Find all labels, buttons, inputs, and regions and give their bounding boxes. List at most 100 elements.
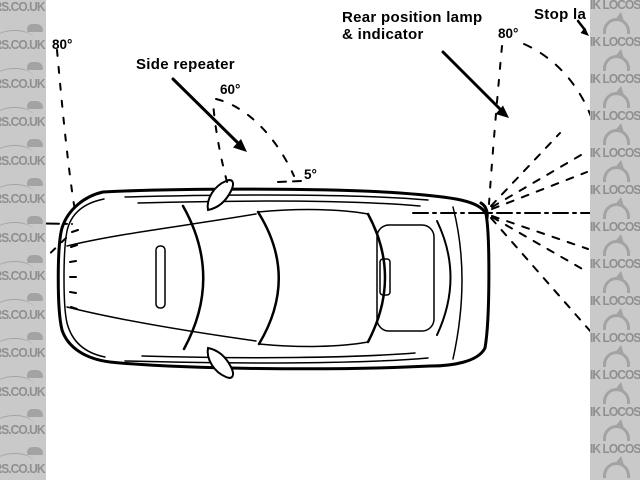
watermark-row: DERS.CO.UK [0, 0, 46, 14]
watermark-car-logo-icon [27, 331, 43, 340]
watermark-car-logo-icon [27, 408, 43, 417]
rear-upper-ray-2 [491, 154, 582, 208]
hood-crease-upper [66, 213, 257, 247]
watermark-row: IK LOCOST [590, 308, 640, 347]
rear-80-fan-arc [523, 43, 594, 123]
locost-logo-icon [603, 308, 630, 330]
watermark-text: IK LOCOST [590, 219, 640, 234]
watermark-row: IK LOCOST [590, 86, 640, 125]
watermark-text: IK LOCOST [590, 145, 640, 160]
locost-logo-icon [603, 234, 630, 256]
locost-logo-peak-icon [613, 49, 627, 58]
locost-logo-icon [603, 271, 630, 293]
watermark-text: DERS.CO.UK [0, 383, 46, 399]
locost-logo-icon [603, 123, 630, 145]
watermark-row: DERS.CO.UK [0, 283, 46, 322]
watermark-car-logo-icon [27, 216, 43, 224]
watermark-text: DERS.CO.UK [0, 191, 46, 206]
watermark-car-logo-icon [27, 370, 43, 378]
watermark-text: DERS.CO.UK [0, 229, 46, 245]
watermark-row: DERS.CO.UK [0, 360, 46, 399]
watermark-row: DERS.CO.UK [0, 206, 46, 245]
front-bumper-inner-line [63, 198, 106, 358]
watermark-row: IK LOCOST [590, 456, 640, 480]
side-repeater-arrowhead-icon [233, 139, 247, 152]
hood-crease-lower [66, 306, 257, 342]
watermark-row: DERS.CO.UK [0, 322, 46, 360]
stop-lamp-arrow [576, 19, 587, 32]
rear-lower-ray-1 [491, 215, 589, 250]
bottom-sill-line-1 [124, 357, 429, 364]
watermark-text: IK LOCOST [590, 256, 640, 271]
watermark-text: IK LOCOST [590, 71, 640, 86]
locost-logo-peak-icon [613, 456, 627, 465]
locost-logo-icon [603, 382, 630, 404]
rear-lower-ray-2 [491, 216, 585, 271]
windshield-top-arc [256, 210, 280, 346]
windshield-base-arc [181, 204, 205, 351]
watermark-car-logo-icon [27, 254, 43, 263]
watermark-text: DERS.CO.UK [0, 345, 46, 360]
rear-lamp-label-line2: & indicator [342, 26, 424, 43]
locost-logo-icon [603, 419, 630, 441]
watermark-row: IK LOCOST [590, 12, 640, 51]
watermark-row: IK LOCOST [590, 123, 640, 162]
locost-logo-peak-icon [613, 86, 627, 95]
watermark-row: IK LOCOST [590, 345, 640, 384]
watermark-row: DERS.CO.UK [0, 14, 46, 52]
rear-window-opening [376, 224, 435, 332]
watermark-text: IK LOCOST [590, 330, 640, 345]
watermark-text: IK LOCOST [590, 108, 640, 123]
rear-upper-ray-3 [491, 171, 588, 210]
watermark-row: IK LOCOST [590, 0, 640, 14]
locost-logo-peak-icon [613, 234, 627, 243]
watermark-strip-left: DERS.CO.UK DERS.CO.UK DERS.CO.UK DERS.CO… [0, 0, 46, 480]
watermark-text: DERS.CO.UK [0, 37, 46, 52]
rear-upper-ray-1 [490, 132, 561, 207]
locost-logo-peak-icon [613, 123, 627, 132]
watermark-car-logo-icon [27, 100, 43, 109]
side-repeater-label: Side repeater [136, 56, 235, 73]
car-body-outline [56, 187, 491, 371]
watermark-row: IK LOCOST [590, 271, 640, 310]
angle-lines [17, 43, 594, 333]
side-repeater-left-ray [212, 101, 228, 183]
watermark-text: IK LOCOST [590, 478, 640, 480]
roof-top-edge [257, 208, 369, 215]
rear-lamp-arrow [441, 50, 503, 112]
locost-logo-peak-icon [613, 382, 627, 391]
side-repeater-angle-label: 60° [220, 82, 241, 97]
watermark-text: DERS.CO.UK [0, 0, 46, 14]
locost-logo-icon [603, 345, 630, 367]
watermark-row: IK LOCOST [590, 234, 640, 273]
watermark-text: IK LOCOST [590, 182, 640, 197]
watermark-text: IK LOCOST [590, 34, 640, 49]
locost-logo-peak-icon [613, 271, 627, 280]
rear-angle-label: 80° [498, 26, 519, 41]
locost-logo-icon [603, 197, 630, 219]
watermark-car-logo-icon [27, 447, 43, 455]
rear-lamp-label-line1: Rear position lamp [342, 9, 483, 26]
watermark-row: DERS.CO.UK [0, 437, 46, 476]
locost-logo-icon [603, 160, 630, 182]
locost-logo-peak-icon [613, 160, 627, 169]
stop-lamp-label: Stop la [534, 6, 587, 23]
locost-logo-peak-icon [613, 308, 627, 317]
leader-arrows [171, 19, 589, 152]
rear-lamp-mark [479, 201, 489, 220]
watermark-text: IK LOCOST [590, 0, 640, 12]
hood-vent-detail [155, 245, 166, 309]
watermark-row: DERS.CO.UK [0, 399, 46, 437]
watermark-row: IK LOCOST [590, 197, 640, 236]
front-angle-label: 80° [52, 37, 73, 52]
rear-lower-ray-3 [490, 217, 592, 333]
stop-lamp-arrowhead-icon [580, 27, 589, 36]
locost-logo-peak-icon [613, 345, 627, 354]
watermark-text: DERS.CO.UK [0, 306, 46, 322]
watermark-car-logo-icon [27, 177, 43, 186]
rear-lamp-arrowhead-icon [495, 105, 509, 118]
watermark-row: IK LOCOST [590, 382, 640, 421]
side-repeater-5-degree-dash [277, 180, 302, 183]
watermark-row: DERS.CO.UK [0, 129, 46, 168]
front-80-degree-line [56, 49, 77, 218]
